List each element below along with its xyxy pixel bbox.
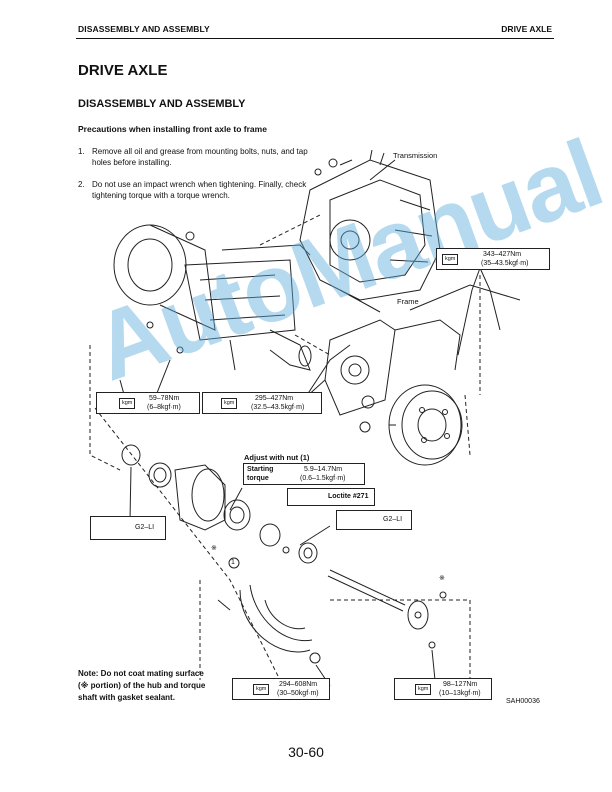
adjust-heading: Adjust with nut (1) [244,453,310,462]
starting-torque-box: Starting torque 5.9–14.7Nm (0.6–1.5kgf·m… [243,463,365,485]
axle-housing-drawing [113,224,312,371]
torque-kgfm: (10–13kgf·m) [439,690,481,697]
starting-torque-nm: 5.9–14.7Nm [304,466,343,473]
brake-drum-drawing [388,384,463,466]
header-rule [76,38,554,39]
starting-torque-label: Starting torque [247,466,274,482]
step-number: 1. [78,147,85,156]
page-number: 30-60 [288,744,324,760]
starting-torque-kgfm: (0.6–1.5kgf·m) [300,475,346,482]
step-number: 2. [78,180,85,189]
transmission-label: Transmission [393,151,438,160]
torque-spec-box: kgm 98–127Nm (10–13kgf·m) [394,678,492,700]
torque-spec-box: kgm 294–608Nm (30–50kgf·m) [232,678,330,700]
torque-spec-box: kgm 295–427Nm (32.5–43.5kgf·m) [202,392,322,414]
torque-nm: 98–127Nm [443,681,478,688]
step-text: Do not use an impact wrench when tighten… [92,180,307,200]
grease-box-left: G2–LI [90,516,166,540]
figure-code: SAH00036 [506,698,540,705]
hub-drawing [121,444,318,564]
loctite-label: Loctite #271 [328,493,369,500]
torque-kgfm: (32.5–43.5kgf·m) [251,404,305,411]
callout-circle-1 [228,557,240,569]
torque-unit-badge: kgm [221,398,238,409]
torque-spec-box: kgm 59–78Nm (6–8kgf·m) [96,392,200,414]
gasket-note: Note: Do not coat mating surface (※ port… [78,669,206,702]
torque-kgfm: (6–8kgf·m) [147,404,181,411]
torque-kgfm: (30–50kgf·m) [277,690,319,697]
asterisk-mark-hub: ※ [211,545,217,552]
torque-unit-badge: kgm [415,684,432,695]
asterisk-mark-shaft: ※ [439,575,445,582]
torque-unit-badge: kgm [253,684,270,695]
grease-box-right: G2–LI [336,510,412,530]
torque-unit-badge: kgm [119,398,136,409]
torque-unit-badge: kgm [442,254,459,265]
axle-shaft-drawing [327,569,447,649]
locator-lines [89,214,481,701]
transmission-housing-drawing [299,149,441,301]
backing-plate-drawing [217,584,321,664]
grease-spec: G2–LI [135,524,155,531]
running-header-left: DISASSEMBLY AND ASSEMBLY [78,24,210,34]
callout-1-label: 1 [231,559,235,566]
torque-nm: 294–608Nm [279,681,318,688]
torque-nm: 59–78Nm [149,395,180,402]
torque-spec-box: kgm 343–427Nm (35–43.5kgf·m) [436,248,550,270]
precautions-heading: Precautions when installing front axle t… [78,124,267,134]
running-header-right: DRIVE AXLE [501,24,552,34]
frame-label: Frame [397,297,419,306]
torque-nm: 295–427Nm [255,395,294,402]
torque-kgfm: (35–43.5kgf·m) [481,260,529,267]
torque-nm: 343–427Nm [483,251,522,258]
section-title: DISASSEMBLY AND ASSEMBLY [78,98,246,110]
step-2: 2. Do not use an impact wrench when tigh… [78,179,318,201]
grease-spec: G2–LI [383,516,403,523]
page-title: DRIVE AXLE [78,62,168,79]
step-text: Remove all oil and grease from mounting … [92,147,308,167]
loctite-box: Loctite #271 [287,488,375,506]
step-1: 1. Remove all oil and grease from mounti… [78,146,318,168]
